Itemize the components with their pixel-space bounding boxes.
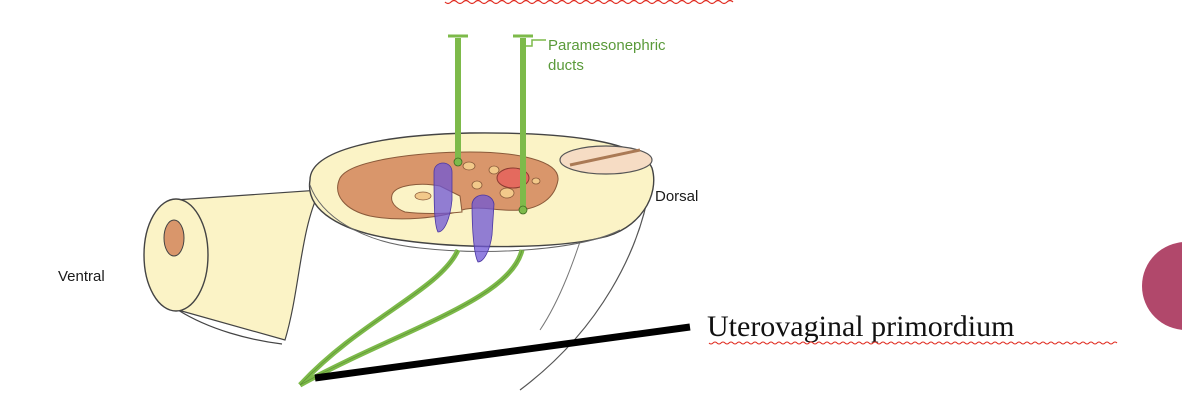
paramesonephric-label-line1: Paramesonephric: [548, 37, 666, 54]
paramesonephric-duct-right-end: [519, 206, 527, 214]
ventral-tube-lumen: [164, 220, 184, 256]
callout-pointer-line: [315, 327, 690, 378]
paramesonephric-duct-left-end: [454, 158, 462, 166]
ventral-label: Ventral: [58, 268, 105, 285]
gland-dot-3: [472, 181, 482, 189]
gland-dot-5: [532, 178, 540, 184]
paramesonephric-label-line2: ducts: [548, 57, 584, 74]
slide-accent-circle: [1142, 242, 1182, 330]
gland-dot-4: [500, 188, 514, 198]
small-cream-oval: [415, 192, 431, 200]
paramesonephric-leader: [523, 40, 546, 46]
uterovaginal-primordium-caption: Uterovaginal primordium: [707, 310, 1014, 343]
gland-dot-2: [489, 166, 499, 174]
dorsal-label: Dorsal: [655, 188, 698, 205]
top-spellcheck-squiggle: [445, 1, 733, 4]
gland-dot-1: [463, 162, 475, 170]
